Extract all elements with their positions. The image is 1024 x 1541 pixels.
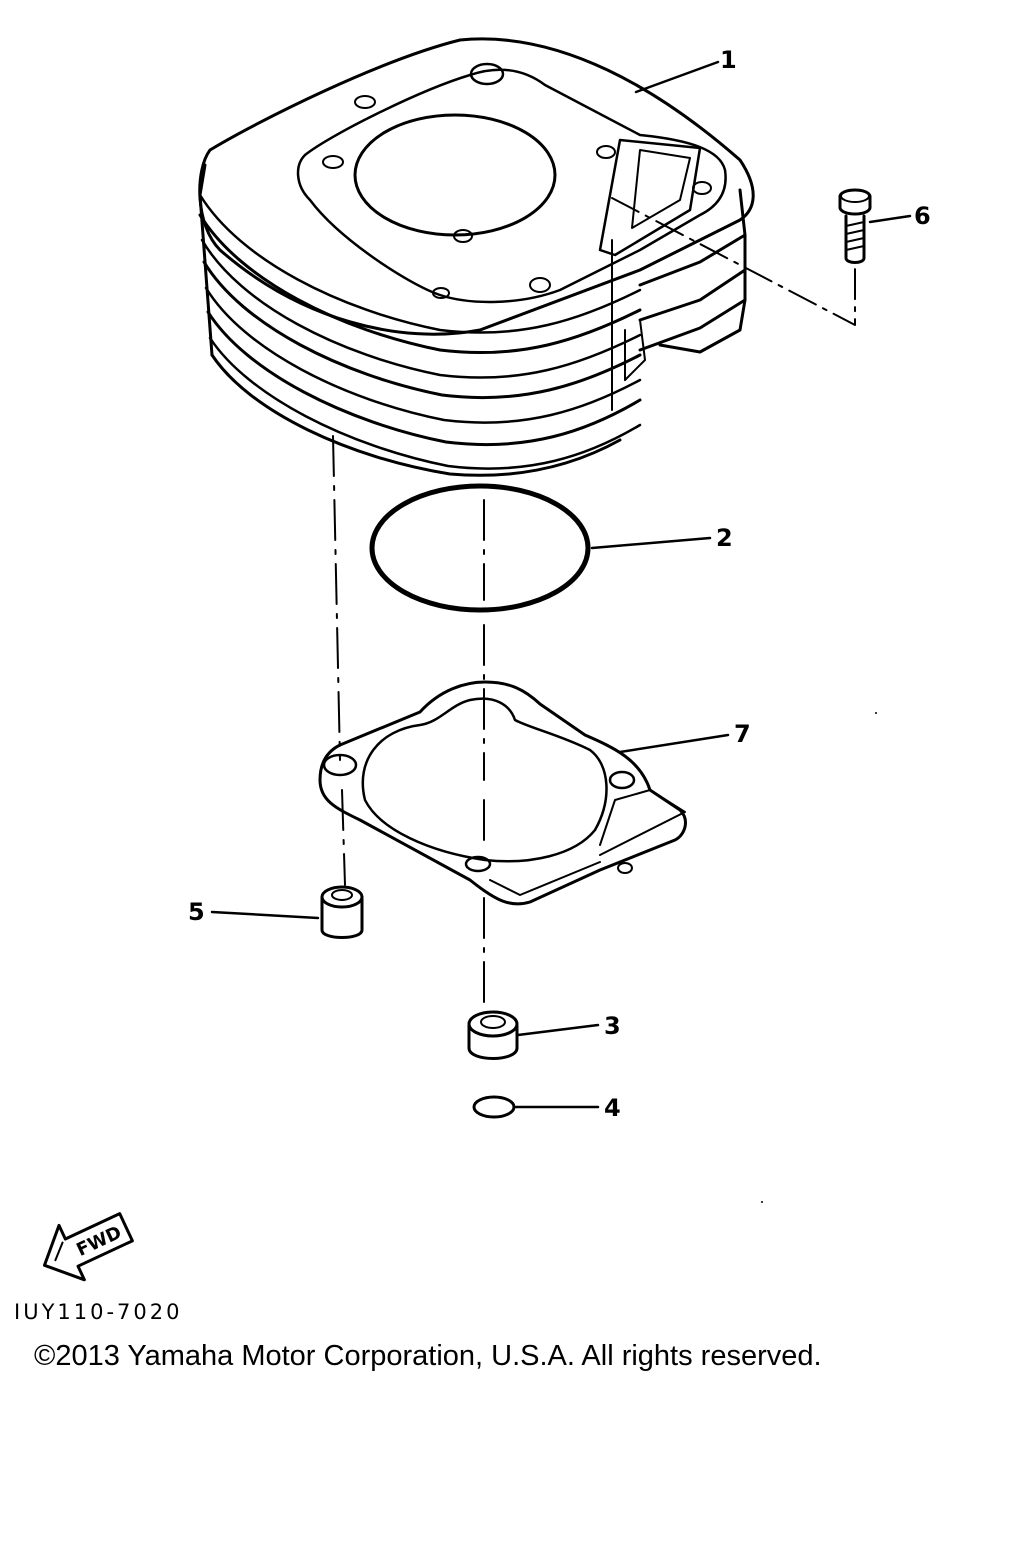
callout-1: 1 bbox=[720, 46, 737, 74]
leader-lines bbox=[210, 60, 912, 1109]
callout-7: 7 bbox=[734, 720, 751, 748]
leader-7 bbox=[618, 733, 730, 754]
base-gasket bbox=[318, 680, 687, 906]
bolt-axis-line bbox=[611, 197, 856, 326]
dowel-axis-line bbox=[332, 435, 346, 886]
dowel-pin-left bbox=[320, 885, 364, 939]
leader-5 bbox=[210, 910, 320, 920]
leader-6 bbox=[868, 214, 912, 224]
bolt bbox=[838, 188, 872, 264]
leader-1 bbox=[634, 60, 720, 94]
callout-6: 6 bbox=[914, 202, 931, 230]
leader-3 bbox=[516, 1023, 600, 1037]
o-ring bbox=[369, 483, 591, 613]
small-o-ring bbox=[472, 1095, 516, 1119]
forward-arrow-icon: FWD bbox=[42, 1212, 134, 1282]
cylinder-block bbox=[198, 37, 755, 477]
dowel-pin-center bbox=[467, 1010, 519, 1060]
diagram-code: IUY110-7020 bbox=[14, 1300, 183, 1324]
copyright-notice: ©2013 Yamaha Motor Corporation, U.S.A. A… bbox=[34, 1340, 822, 1372]
leader-2 bbox=[590, 536, 712, 550]
callout-5: 5 bbox=[188, 898, 205, 926]
callout-4: 4 bbox=[604, 1094, 621, 1122]
callout-3: 3 bbox=[604, 1012, 621, 1040]
callout-2: 2 bbox=[716, 524, 733, 552]
